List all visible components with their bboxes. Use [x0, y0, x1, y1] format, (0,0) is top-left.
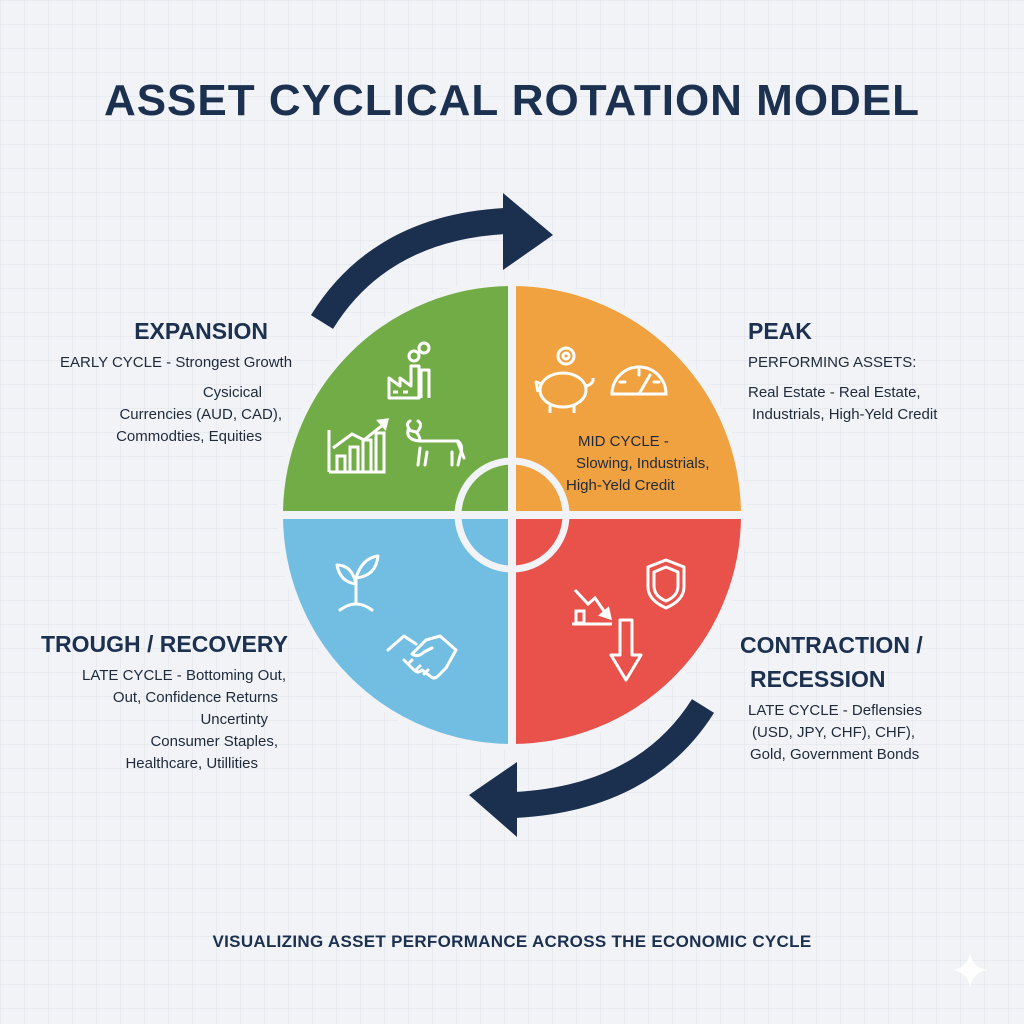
expansion-text: EXPANSION EARLY CYCLE - Strongest Growth… [60, 314, 293, 448]
peak-inner-line-2: Slowing, Industrials, [576, 455, 710, 472]
trough-line-1: LATE CYCLE - Bottoming Out, [82, 667, 286, 684]
contraction-line-1: LATE CYCLE - Deflensies [748, 702, 922, 719]
contraction-line-2: (USD, JPY, CHF), CHF), [752, 724, 916, 741]
handshake-icon [386, 634, 458, 680]
expansion-line-1: EARLY CYCLE - Strongest Growth [60, 354, 293, 371]
trough-line-4: Consumer Staples, [150, 733, 278, 750]
piggy-bank-icon [534, 346, 595, 413]
peak-line-3: Industrials, High-Yeld Credit [752, 406, 938, 423]
expansion-line-3: Currencies (AUD, CAD), [119, 406, 282, 423]
speedometer-icon [610, 365, 668, 396]
top-rotation-arrow [310, 193, 553, 329]
declining-chart-icon [572, 588, 613, 626]
trough-heading: TROUGH / RECOVERY [40, 631, 288, 657]
expansion-heading: EXPANSION [134, 318, 268, 344]
peak-line-2: Real Estate - Real Estate, [748, 384, 921, 401]
trough-line-2: Out, Confidence Returns [112, 689, 278, 706]
trough-text: TROUGH / RECOVERY LATE CYCLE - Bottoming… [40, 627, 290, 775]
trough-quadrant [276, 512, 515, 751]
down-arrow-icon [609, 618, 643, 682]
sparkle-icon [952, 952, 988, 988]
contraction-text: CONTRACTION / RECESSION LATE CYCLE - Def… [740, 628, 1000, 766]
peak-heading: PEAK [748, 318, 812, 344]
contraction-line-3: Gold, Government Bonds [750, 746, 920, 763]
bull-icon [406, 419, 466, 467]
shield-icon [646, 558, 686, 610]
sprout-icon [335, 554, 380, 612]
peak-inner-line-3: High-Yeld Credit [566, 477, 675, 494]
center-ring [454, 457, 570, 573]
factory-icon [387, 341, 431, 400]
peak-inner-line-1: MID CYCLE - [578, 433, 669, 450]
expansion-line-2: Cysicical [202, 384, 262, 401]
expansion-line-4: Commodties, Equities [116, 428, 262, 445]
peak-text: PEAK PERFORMING ASSETS: Real Estate - Re… [748, 314, 978, 426]
trough-line-3: Uncertinty [200, 711, 268, 728]
contraction-heading-2: RECESSION [750, 666, 886, 692]
bottom-rotation-arrow [469, 698, 714, 837]
peak-line-1: PERFORMING ASSETS: [748, 354, 917, 371]
trough-line-5: Healthcare, Utillities [125, 755, 258, 772]
footer-caption: VISUALIZING ASSET PERFORMANCE ACROSS THE… [212, 932, 812, 951]
contraction-heading-1: CONTRACTION / [740, 632, 923, 658]
peak-inner-text: MID CYCLE - Slowing, Industrials, High-Y… [566, 431, 746, 497]
bar-chart-up-icon [327, 418, 389, 474]
contraction-quadrant [509, 512, 748, 751]
peak-quadrant [509, 279, 748, 518]
page-title: ASSET CYCLICAL ROTATION MODEL [103, 76, 921, 125]
